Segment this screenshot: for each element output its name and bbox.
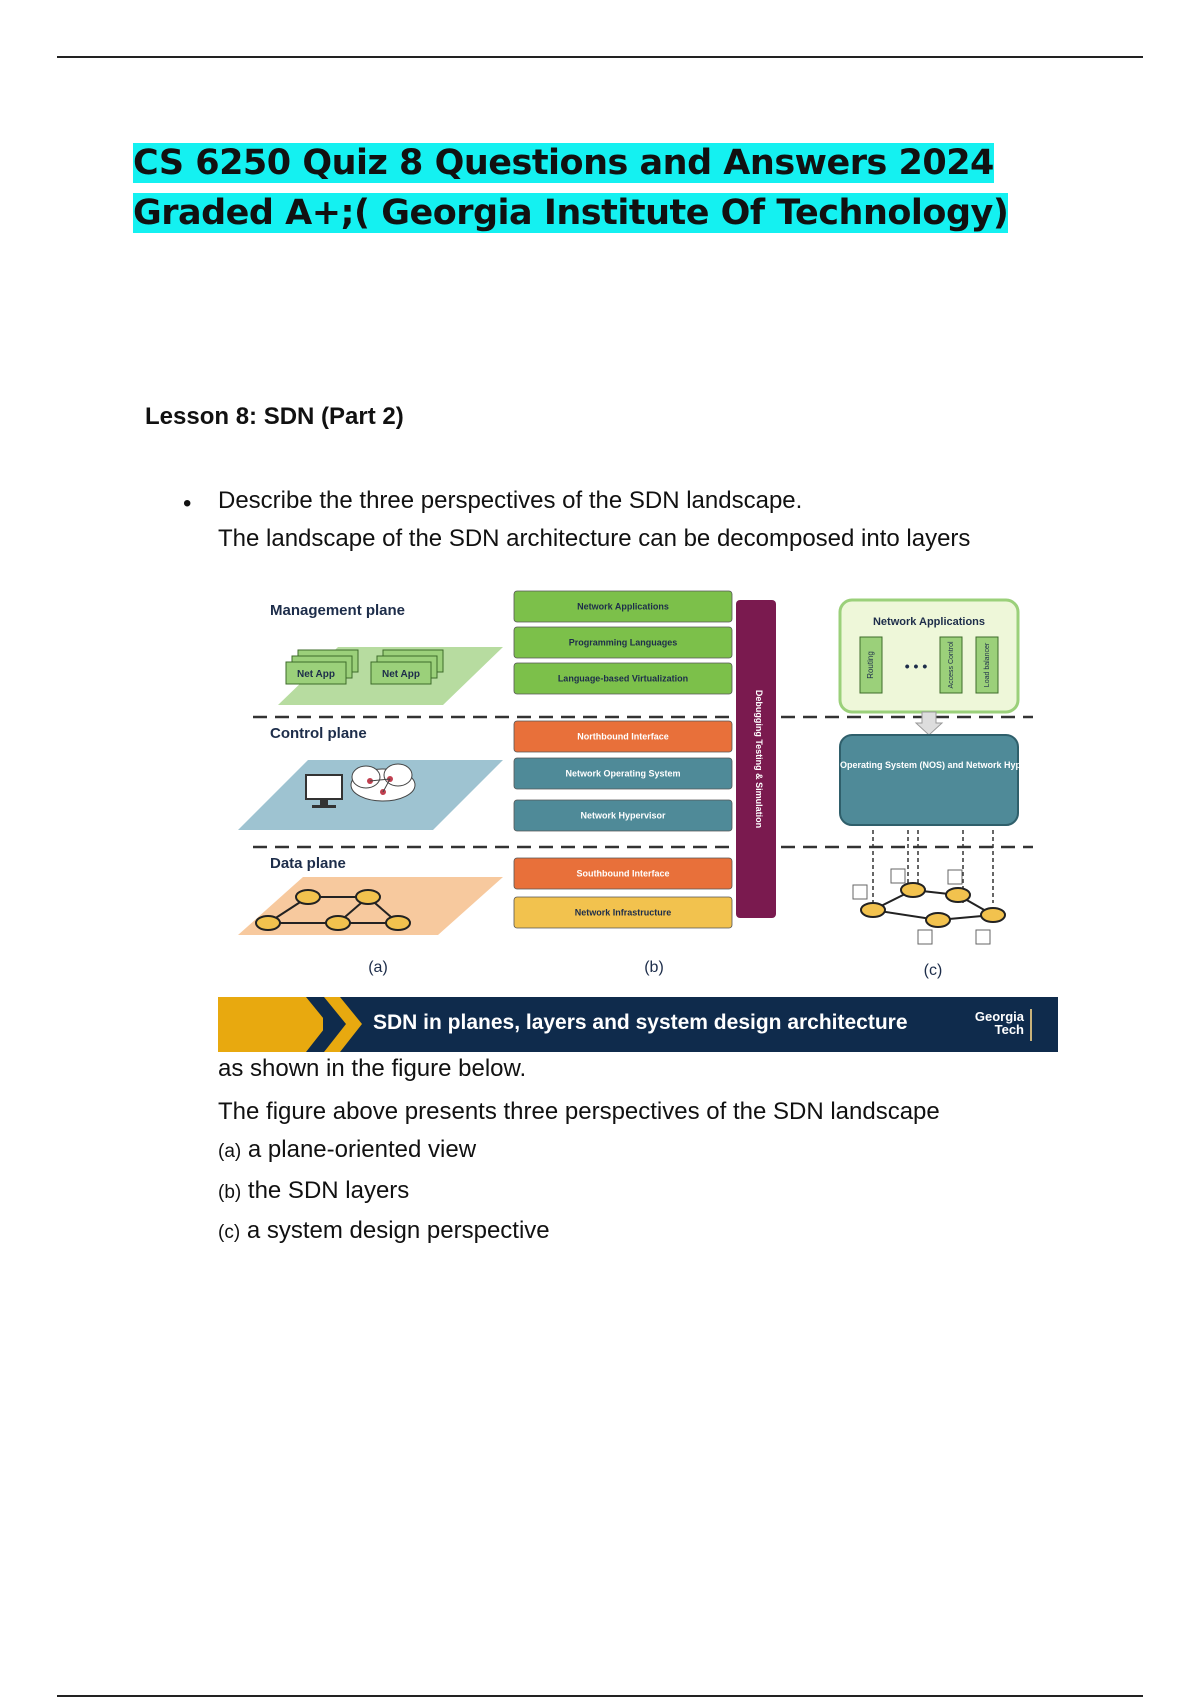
list-item-a: (a) a plane-oriented view	[218, 1136, 477, 1163]
layer-label: Network Operating System	[565, 769, 680, 779]
layer-box: Language-based Virtualization	[513, 662, 733, 695]
answer-line-2: as shown in the figure below.	[218, 1055, 527, 1082]
layer-label: Network Infrastructure	[575, 908, 672, 918]
figure-banner: SDN in planes, layers and system design …	[218, 997, 1058, 1052]
debug-bar-label: Debugging Testing & Simulation	[754, 690, 764, 828]
control-plane-label: Control plane	[270, 725, 367, 742]
c-routing-box	[859, 636, 883, 694]
bullet-icon: •	[183, 490, 192, 517]
layer-box: Network Applications	[513, 590, 733, 623]
layer-label: Southbound Interface	[577, 869, 670, 879]
c-access-label: Access Control	[948, 641, 955, 689]
label-b: (b)	[644, 959, 664, 976]
data-plane-routers	[255, 889, 411, 931]
answer-line-1: The landscape of the SDN architecture ca…	[218, 525, 971, 552]
logo-bar	[1030, 1009, 1032, 1041]
c-routing-label: Routing	[866, 651, 875, 679]
data-plane-label: Data plane	[270, 855, 346, 872]
layer-label: Network Hypervisor	[580, 811, 666, 821]
label-c: (c)	[924, 962, 943, 979]
list-item-c: (c) a system design perspective	[218, 1217, 550, 1244]
c-access-box	[939, 636, 963, 694]
svg-text:Net App: Net App	[382, 669, 420, 680]
c-network-routers	[860, 882, 1006, 928]
c-table-icons	[852, 868, 991, 945]
lesson-heading: Lesson 8: SDN (Part 2)	[145, 403, 404, 430]
layer-box: Southbound Interface	[513, 857, 733, 890]
layer-box: Network Operating System	[513, 757, 733, 790]
net-app-box-1: Net App	[285, 649, 359, 685]
sdn-figure: Management plane Control plane Data plan…	[238, 590, 1056, 979]
c-apps-title: Network Applications	[873, 616, 985, 628]
layer-label: Language-based Virtualization	[558, 674, 688, 684]
c-nos-box	[839, 734, 1019, 826]
chevron-right-icon	[306, 997, 362, 1052]
net-app-box-2: Net App	[370, 649, 444, 685]
c-arrow-icon	[914, 711, 944, 736]
layer-box: Network Infrastructure	[513, 896, 733, 929]
bottom-rule	[57, 1695, 1143, 1697]
svg-text:Net App: Net App	[297, 669, 335, 680]
layer-box: Network Hypervisor	[513, 799, 733, 832]
c-load-box	[975, 636, 999, 694]
c-dots: • • •	[905, 658, 928, 674]
banner-text: SDN in planes, layers and system design …	[373, 1011, 908, 1034]
document-title: CS 6250 Quiz 8 Questions and Answers 202…	[133, 143, 1009, 233]
layer-box: Programming Languages	[513, 626, 733, 659]
top-rule	[57, 56, 1143, 58]
banner-gold-block	[218, 997, 323, 1052]
c-connection-arrows	[872, 830, 994, 903]
georgia-tech-logo: Georgia Tech	[974, 1009, 1024, 1037]
debug-bar	[736, 600, 776, 918]
answer-line-3: The figure above presents three perspect…	[218, 1098, 940, 1125]
c-load-label: Load balancer	[984, 642, 991, 687]
layer-label: Northbound Interface	[577, 732, 669, 742]
computer-icon	[305, 774, 343, 808]
layer-label: Programming Languages	[569, 638, 678, 648]
list-item-b: (b) the SDN layers	[218, 1177, 410, 1204]
layer-box: Northbound Interface	[513, 720, 733, 753]
management-plane-label: Management plane	[270, 602, 405, 619]
layer-label: Network Applications	[577, 602, 669, 612]
cloud-icon	[350, 763, 416, 802]
question-text: Describe the three perspectives of the S…	[218, 487, 803, 514]
c-nos-label: Network Operating System (NOS) and Netwo…	[802, 760, 1056, 770]
label-a: (a)	[368, 959, 388, 976]
